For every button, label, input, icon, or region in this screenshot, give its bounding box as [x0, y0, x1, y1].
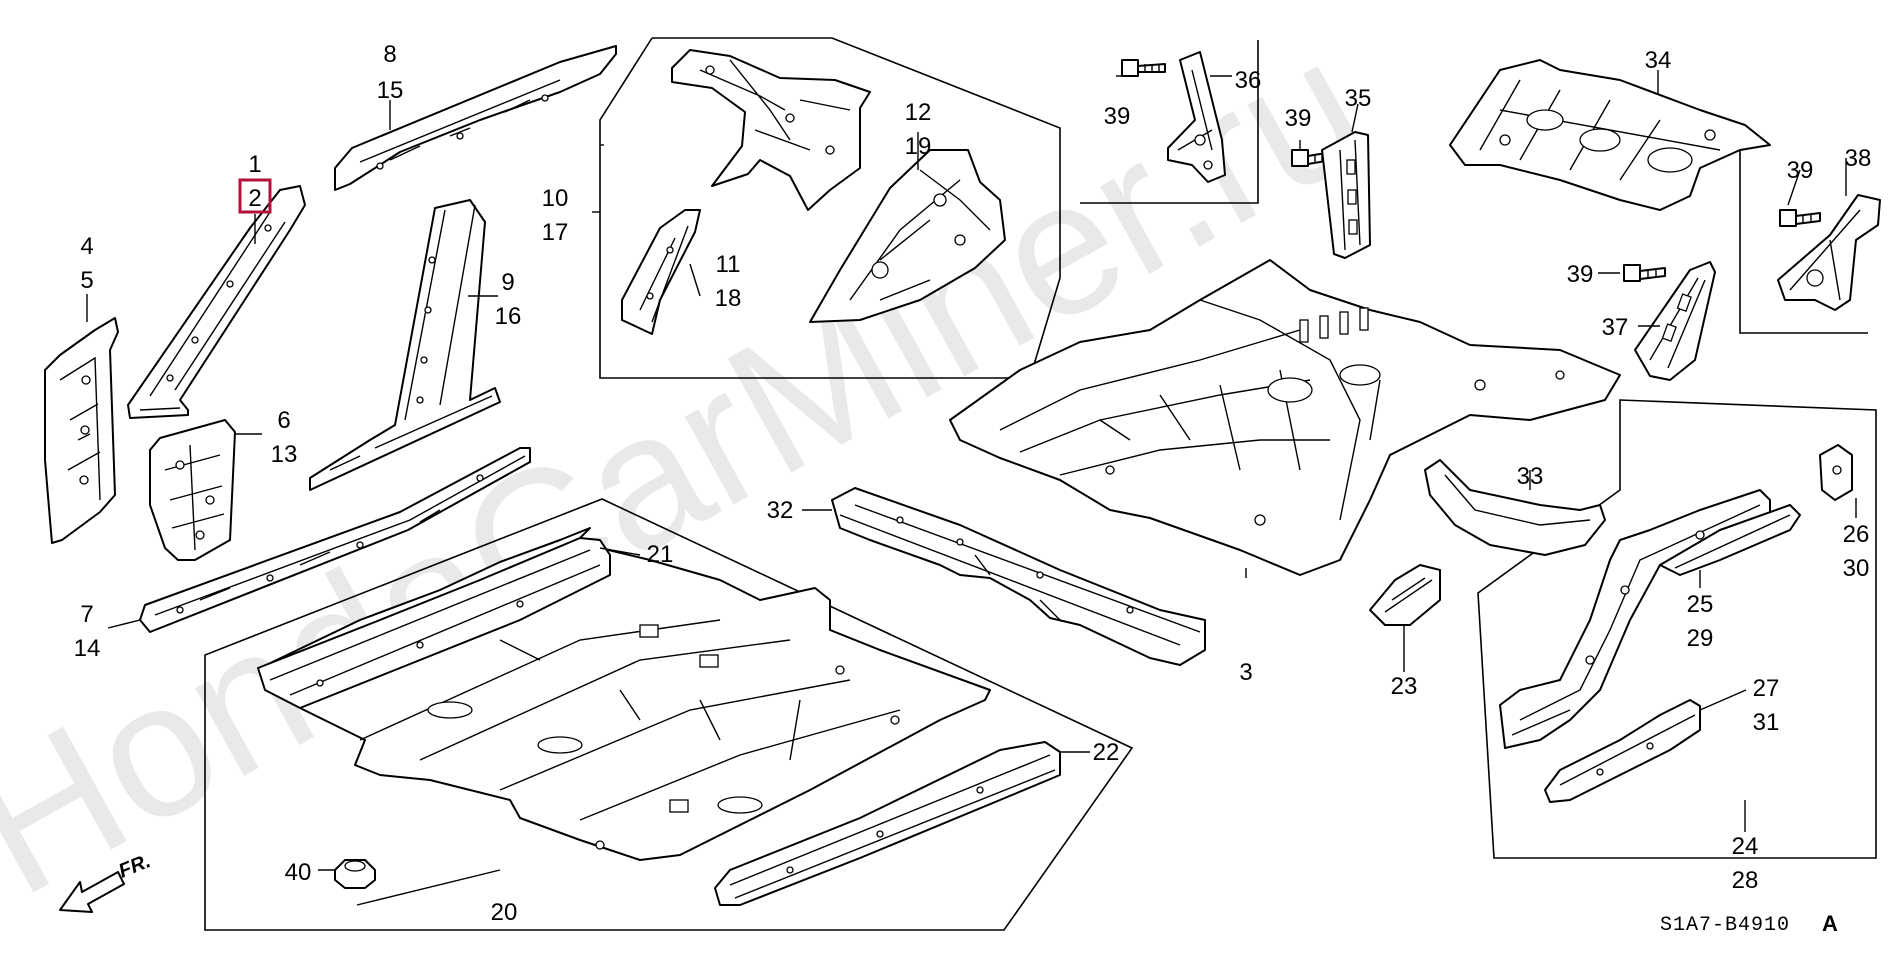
part-crossmember-32[interactable]	[831, 487, 1206, 666]
group-box-36	[1080, 40, 1259, 204]
group-box-24	[1477, 399, 1877, 859]
part-rear-wheelhouse-10[interactable]	[671, 49, 871, 211]
label-1: 1	[248, 151, 261, 178]
part-wheelhouse-bracket-11[interactable]	[621, 209, 701, 335]
label-6: 6	[277, 407, 290, 434]
label-39-d: 39	[1567, 261, 1594, 288]
label-23: 23	[1391, 673, 1418, 700]
part-rear-floor-3[interactable]	[949, 259, 1621, 576]
part-dashboard-bracket-6[interactable]	[149, 419, 236, 561]
label-17: 17	[542, 219, 569, 246]
label-39-a: 39	[1104, 103, 1131, 130]
part-bracket-38[interactable]	[1777, 194, 1881, 311]
label-29: 29	[1687, 625, 1714, 652]
part-bracket-27[interactable]	[1544, 699, 1701, 803]
part-crossmember-33[interactable]	[1424, 459, 1606, 556]
part-roof-rail-8[interactable]	[334, 45, 617, 191]
group-box-10-17	[599, 37, 1061, 379]
diagram-code: S1A7-B4910	[1660, 914, 1790, 937]
bolt-39-a[interactable]	[1121, 59, 1166, 77]
group-box-20	[204, 498, 1134, 931]
label-39-b: 39	[1285, 105, 1312, 132]
label-28: 28	[1732, 867, 1759, 894]
label-13: 13	[271, 441, 298, 468]
part-side-sill-7[interactable]	[139, 447, 531, 633]
label-32: 32	[767, 497, 794, 524]
group-box-38	[1739, 130, 1868, 334]
part-reinforcement-35[interactable]	[1321, 131, 1371, 259]
label-19: 19	[905, 133, 932, 160]
label-2[interactable]: 2	[248, 185, 261, 212]
bolt-39-d[interactable]	[1779, 209, 1821, 227]
label-36: 36	[1235, 67, 1262, 94]
label-16: 16	[495, 303, 522, 330]
part-rear-shelf-34[interactable]	[1449, 59, 1771, 211]
label-37: 37	[1602, 314, 1629, 341]
part-bracket-36[interactable]	[1167, 51, 1226, 183]
front-arrow-icon	[59, 871, 125, 913]
label-5: 5	[80, 267, 93, 294]
part-bracket-23[interactable]	[1369, 564, 1441, 626]
label-40: 40	[285, 859, 312, 886]
label-11: 11	[716, 251, 741, 278]
part-floor-side-sill-22[interactable]	[714, 741, 1061, 906]
label-35: 35	[1345, 85, 1372, 112]
label-24: 24	[1732, 833, 1759, 860]
part-bracket-26[interactable]	[1819, 444, 1853, 501]
nut-40[interactable]	[334, 859, 376, 889]
bolt-39-c[interactable]	[1623, 264, 1666, 282]
label-26: 26	[1843, 521, 1870, 548]
label-9: 9	[501, 269, 514, 296]
part-reinforcement-37[interactable]	[1634, 261, 1716, 381]
label-22: 22	[1093, 739, 1120, 766]
label-14: 14	[74, 635, 101, 662]
label-39-c: 39	[1787, 157, 1814, 184]
label-8: 8	[383, 41, 396, 68]
label-25: 25	[1687, 591, 1714, 618]
part-center-pillar-9[interactable]	[309, 199, 501, 491]
label-30: 30	[1843, 555, 1870, 582]
part-floor-side-sill-21[interactable]	[257, 537, 611, 709]
label-34: 34	[1645, 47, 1672, 74]
label-18: 18	[715, 285, 742, 312]
label-4: 4	[80, 233, 93, 260]
part-rear-inner-wheelhouse-12[interactable]	[809, 149, 1006, 323]
label-21: 21	[647, 541, 674, 568]
label-7: 7	[80, 601, 93, 628]
label-10: 10	[542, 185, 569, 212]
label-27: 27	[1753, 675, 1780, 702]
part-bracket-25[interactable]	[1659, 504, 1801, 576]
part-front-pillar-1[interactable]	[127, 185, 306, 419]
label-38: 38	[1845, 145, 1872, 172]
label-12: 12	[905, 99, 932, 126]
label-15: 15	[377, 77, 404, 104]
label-20: 20	[491, 899, 518, 926]
label-31: 31	[1753, 709, 1780, 736]
part-front-side-panel-4[interactable]	[44, 317, 119, 544]
leader-lines	[86, 70, 1857, 906]
diagram-code-suffix: A	[1822, 911, 1838, 936]
part-rear-frame-24[interactable]	[1499, 489, 1771, 749]
label-3: 3	[1239, 659, 1252, 686]
highlight-box	[238, 178, 272, 214]
label-33: 33	[1517, 463, 1544, 490]
